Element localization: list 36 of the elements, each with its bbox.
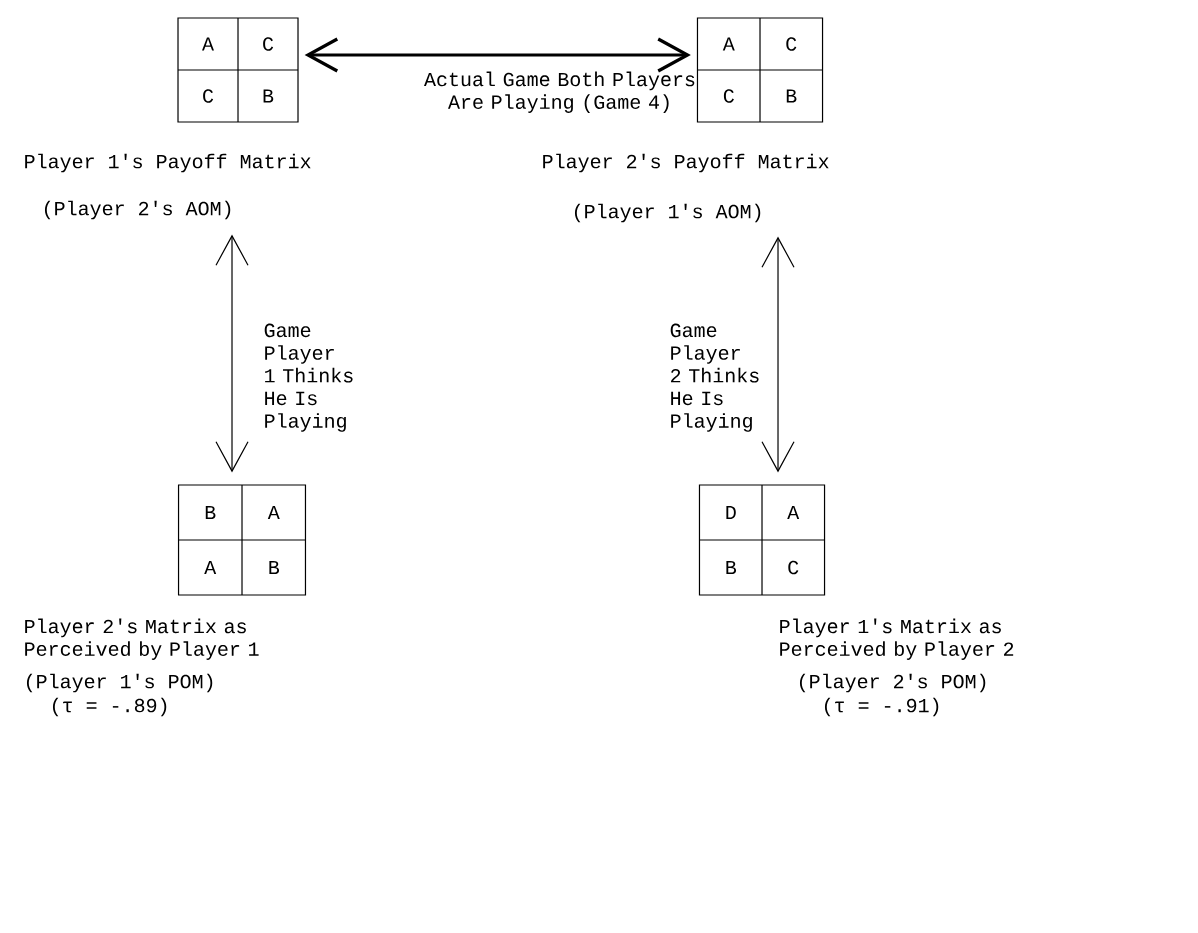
- node-label: A: [204, 560, 217, 575]
- edge-label: Actual Game Both Players Are Playing (Game 4): [424, 71, 695, 113]
- node-label: C: [723, 89, 734, 103]
- node-label: D: [726, 505, 736, 520]
- edge-label: Game Player 2 Thinks He Is Playing: [670, 323, 759, 432]
- arrow: [304, 37, 691, 73]
- node-label: (Player 2's AOM): [44, 200, 231, 220]
- edge-label: Game Player 1 Thinks He Is Playing: [264, 323, 353, 432]
- node-label: A: [787, 505, 800, 520]
- node-label: A: [202, 37, 214, 51]
- node-label: (Player 1's POM): [26, 673, 213, 693]
- arrow: [761, 236, 795, 473]
- node-label: Player 2's Payoff Matrix: [543, 153, 829, 173]
- node-label: (τ = -.91): [824, 697, 939, 717]
- node-label: C: [263, 37, 274, 51]
- payoff-matrix: A C C B: [177, 17, 299, 123]
- payoff-matrix: B A A B: [177, 484, 307, 596]
- node-label: C: [786, 37, 797, 51]
- node-label: B: [786, 89, 797, 103]
- node-label: C: [788, 560, 799, 575]
- payoff-matrix: A C C B: [696, 17, 824, 123]
- node-label: A: [267, 505, 280, 520]
- node-label: Player 1's Matrix as Perceived by Player 2: [780, 618, 1014, 660]
- node-label: B: [205, 505, 216, 520]
- node-label: B: [726, 560, 737, 575]
- node-label: (Player 2's POM): [799, 673, 986, 693]
- payoff-matrix: D A B C: [698, 484, 826, 596]
- node-label: (τ = -.89): [52, 697, 167, 717]
- node-label: C: [203, 89, 214, 103]
- node-label: Player 2's Matrix as Perceived by Player 1: [25, 618, 259, 660]
- node-label: Player 1's Payoff Matrix: [25, 153, 311, 173]
- node-label: B: [263, 89, 274, 103]
- node-label: (Player 1's AOM): [574, 203, 761, 223]
- node-label: B: [269, 560, 280, 575]
- node-label: A: [722, 37, 735, 51]
- arrow: [215, 234, 249, 473]
